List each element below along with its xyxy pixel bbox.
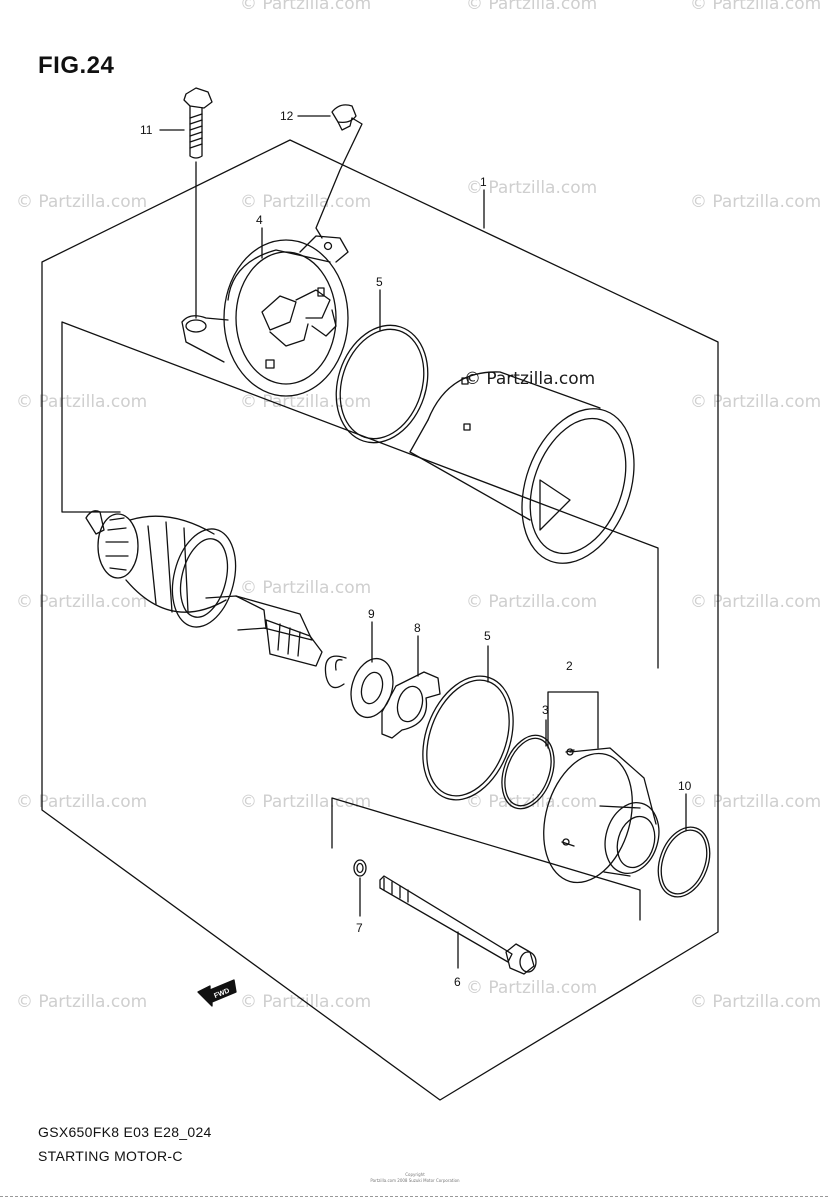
circlip-part — [324, 655, 347, 689]
o-ring-3-part — [501, 734, 555, 810]
armature-bracket — [61, 321, 659, 669]
watermark: © Partzilla.com — [466, 592, 598, 612]
watermark: © Partzilla.com — [240, 0, 372, 14]
callout-3: 3 — [542, 703, 549, 717]
watermark: © Partzilla.com — [16, 992, 148, 1012]
leader-lines — [159, 115, 687, 969]
watermark: © Partzilla.com — [466, 178, 598, 198]
screw-12-part — [315, 104, 363, 239]
figure-title: FIG.24 — [38, 52, 115, 79]
washer-9-part — [350, 657, 394, 719]
watermark: © Partzilla.com — [240, 192, 372, 212]
callout-5-top: 5 — [376, 275, 383, 289]
o-ring-7-part — [353, 859, 367, 877]
o-ring-5-top-part — [335, 324, 429, 444]
callout-12: 12 — [280, 109, 294, 123]
watermark: © Partzilla.com — [16, 592, 148, 612]
callout-4: 4 — [256, 213, 263, 227]
watermark: © Partzilla.com — [690, 0, 822, 14]
watermark: © Partzilla.com — [16, 392, 148, 412]
callout-9: 9 — [368, 607, 375, 621]
callout-6: 6 — [454, 975, 461, 989]
callout-7: 7 — [356, 921, 363, 935]
copyright-line-1: Copyright — [405, 1172, 425, 1177]
section-name: STARTING MOTOR-C — [38, 1148, 183, 1164]
watermark: © Partzilla.com — [16, 792, 148, 812]
watermark: © Partzilla.com — [690, 992, 822, 1012]
page-bottom-edge — [0, 1196, 828, 1197]
model-code: GSX650FK8 E03 E28_024 — [38, 1124, 212, 1140]
watermark: © Partzilla.com — [240, 578, 372, 598]
front-cover-2-part — [543, 747, 660, 884]
watermark: © Partzilla.com — [690, 792, 822, 812]
watermark: © Partzilla.com — [690, 192, 822, 212]
watermark: © Partzilla.com — [240, 392, 372, 412]
armature-part — [85, 510, 323, 667]
watermark: © Partzilla.com — [16, 192, 148, 212]
callout-2: 2 — [566, 659, 573, 673]
watermark: © Partzilla.com — [466, 978, 598, 998]
copyright-line-2: Partzilla.com 2008 Suzuki Motor Corporat… — [370, 1178, 460, 1183]
callout-5-bottom: 5 — [484, 629, 491, 643]
bolt-11-part — [183, 87, 213, 319]
callout-11: 11 — [140, 123, 153, 137]
callout-10: 10 — [678, 779, 692, 793]
plate-washer-8-part — [381, 671, 441, 739]
watermark: © Partzilla.com — [466, 0, 598, 14]
end-cover-4-part — [181, 235, 349, 397]
callout-8: 8 — [414, 621, 421, 635]
watermark-on-housing: © Partzilla.com — [464, 369, 596, 389]
fwd-arrow-icon — [197, 979, 237, 1007]
watermark: © Partzilla.com — [690, 592, 822, 612]
o-ring-5-bottom-part — [422, 675, 514, 801]
yoke-housing-part — [409, 371, 635, 564]
callout-1: 1 — [480, 175, 487, 189]
watermark: © Partzilla.com — [690, 392, 822, 412]
assembly-outline — [41, 139, 719, 1101]
bolt-bracket — [331, 797, 641, 921]
o-ring-10-part — [657, 826, 711, 898]
watermark: © Partzilla.com — [240, 792, 372, 812]
through-bolt-6-part — [379, 875, 537, 975]
